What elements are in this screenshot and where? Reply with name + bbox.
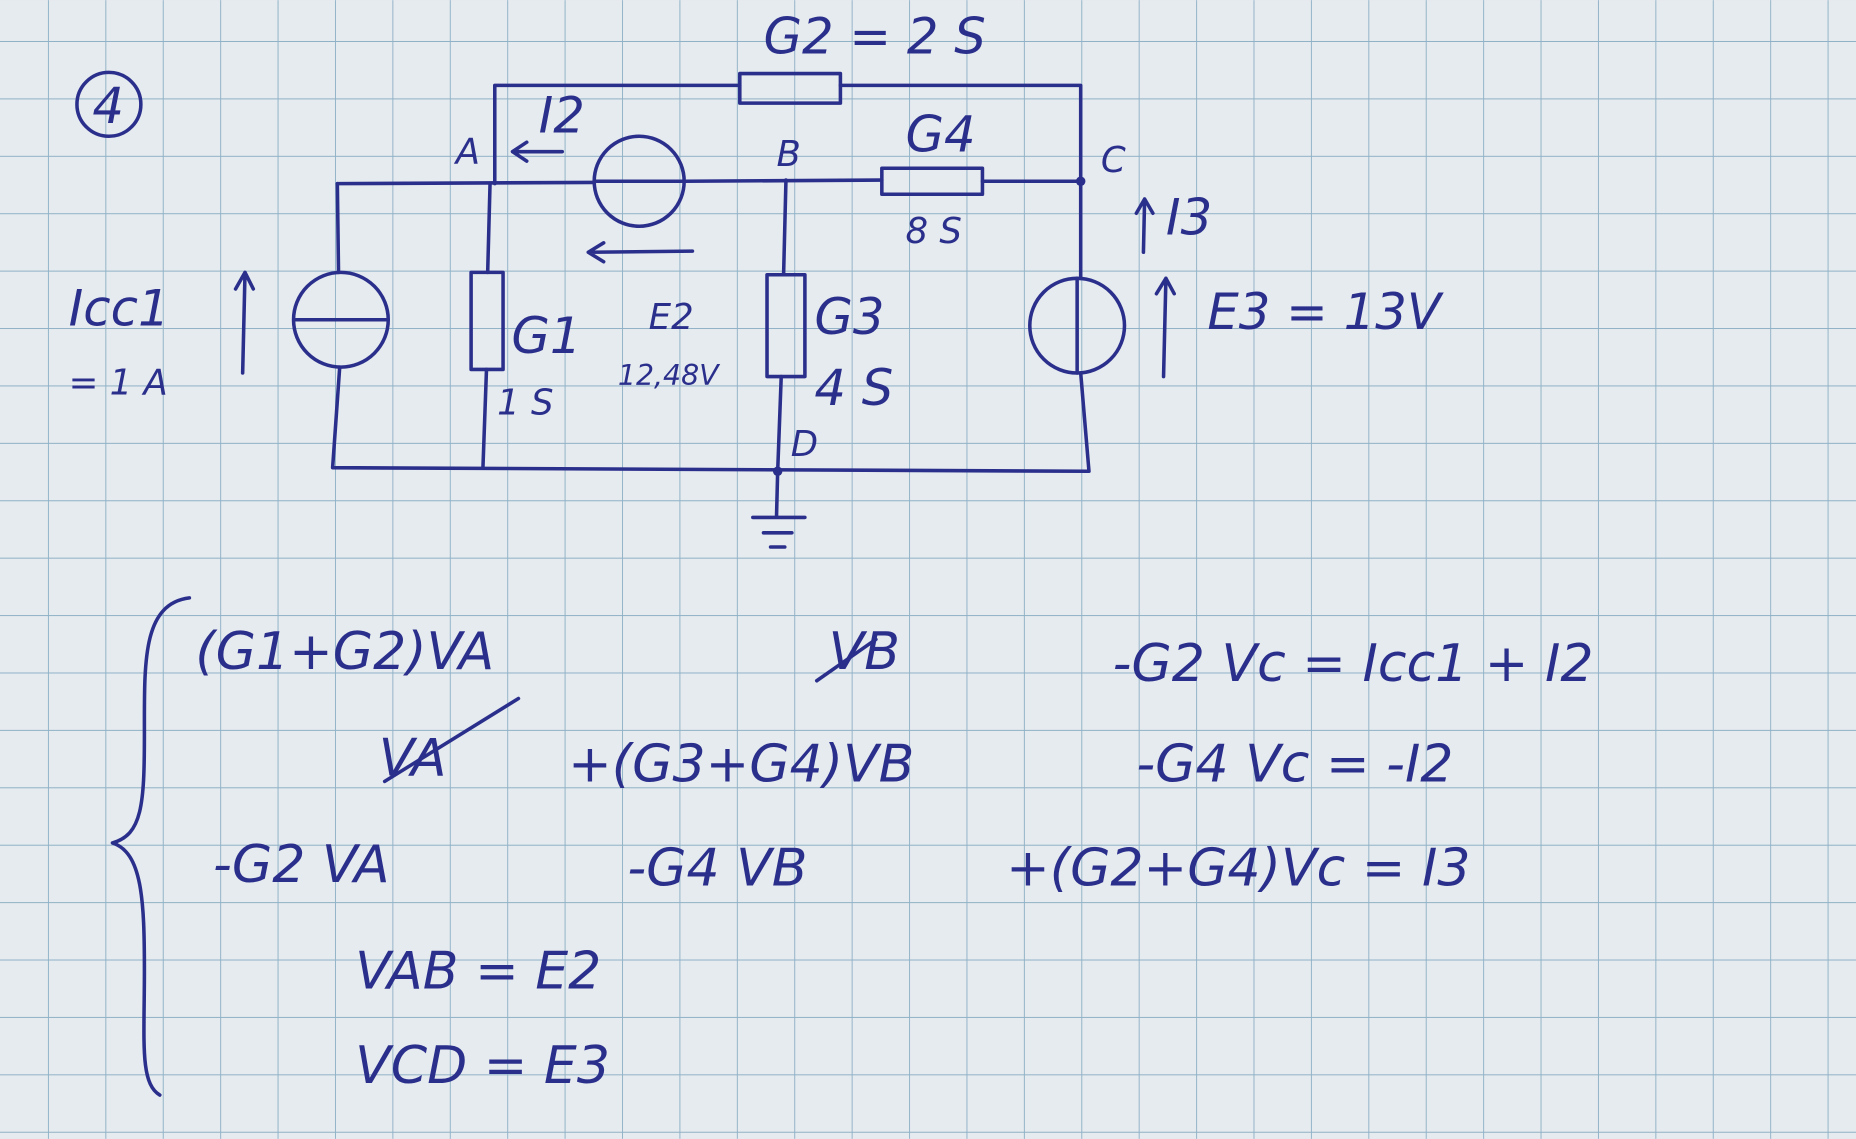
node-d-label: D	[791, 424, 818, 465]
equation-system: (G1+G2)VA VB -G2 Vc = Icc1 + I2 VA +(G3+…	[110, 596, 1594, 1097]
eq4: VAB = E2	[355, 942, 601, 1002]
eq1-strike	[814, 637, 878, 683]
eq1-term-c: -G2 Vc = Icc1 + I2	[1113, 634, 1594, 694]
g3-resistor	[765, 272, 807, 379]
i3-label: I3	[1166, 189, 1212, 247]
g1-label: G1	[511, 307, 581, 365]
g3-value: 4 S	[814, 359, 893, 417]
g4-label: G4	[906, 106, 976, 164]
icc1-value: = 1 A	[69, 362, 168, 403]
node-c-label: C	[1101, 140, 1126, 181]
e3-arrow-icon	[1154, 276, 1176, 379]
e2-label: E2	[649, 297, 694, 338]
i2-arrow-icon	[510, 140, 565, 163]
node-a-label: A	[454, 132, 480, 173]
icc1-arrow-icon	[233, 270, 256, 375]
eq3-term-c: +(G2+G4)Vc = I3	[1006, 839, 1470, 899]
problem-number-badge: 4	[75, 70, 143, 139]
eq1-term-a: (G1+G2)VA	[195, 622, 494, 682]
top-wire	[493, 83, 1083, 186]
problem-number: 4	[92, 77, 124, 135]
g1-wire	[481, 181, 492, 470]
e2-value: 12,48V	[618, 359, 721, 392]
i2-label: I2	[539, 87, 585, 145]
g1-value: 1 S	[497, 382, 553, 423]
eq2-term-b: +(G3+G4)VB	[568, 734, 914, 794]
outer-wires	[330, 179, 1091, 474]
eq2-term-c: -G4 Vc = -I2	[1136, 734, 1453, 794]
g2-resistor	[738, 71, 843, 105]
eq1-term-b: VB	[829, 622, 900, 682]
middle-wire	[335, 178, 1083, 186]
icc1-label: Icc1	[69, 280, 170, 338]
node-b-label: B	[776, 134, 800, 175]
i3-arrow-icon	[1134, 197, 1155, 255]
g3-label: G3	[814, 288, 884, 346]
g4-value: 8 S	[906, 211, 962, 252]
g1-resistor	[469, 270, 505, 372]
g3-wire	[775, 178, 788, 474]
system-brace	[110, 596, 192, 1097]
eq5: VCD = E3	[355, 1036, 610, 1096]
ground-icon	[751, 469, 807, 549]
circuit-diagram: G2 = 2 S A B C D I2 G4 8 S Icc1 = 1 A G1…	[69, 7, 1444, 549]
e3-label: E3 = 13V	[1207, 283, 1444, 341]
g2-label: G2 = 2 S	[763, 7, 985, 65]
eq2-strike	[382, 696, 521, 784]
eq3-term-b: -G4 VB	[627, 839, 807, 899]
g4-resistor	[880, 166, 985, 197]
icc1-current-source	[291, 270, 391, 369]
e2-arrow-icon	[586, 241, 695, 264]
eq3-term-a: -G2 VA	[213, 835, 390, 895]
